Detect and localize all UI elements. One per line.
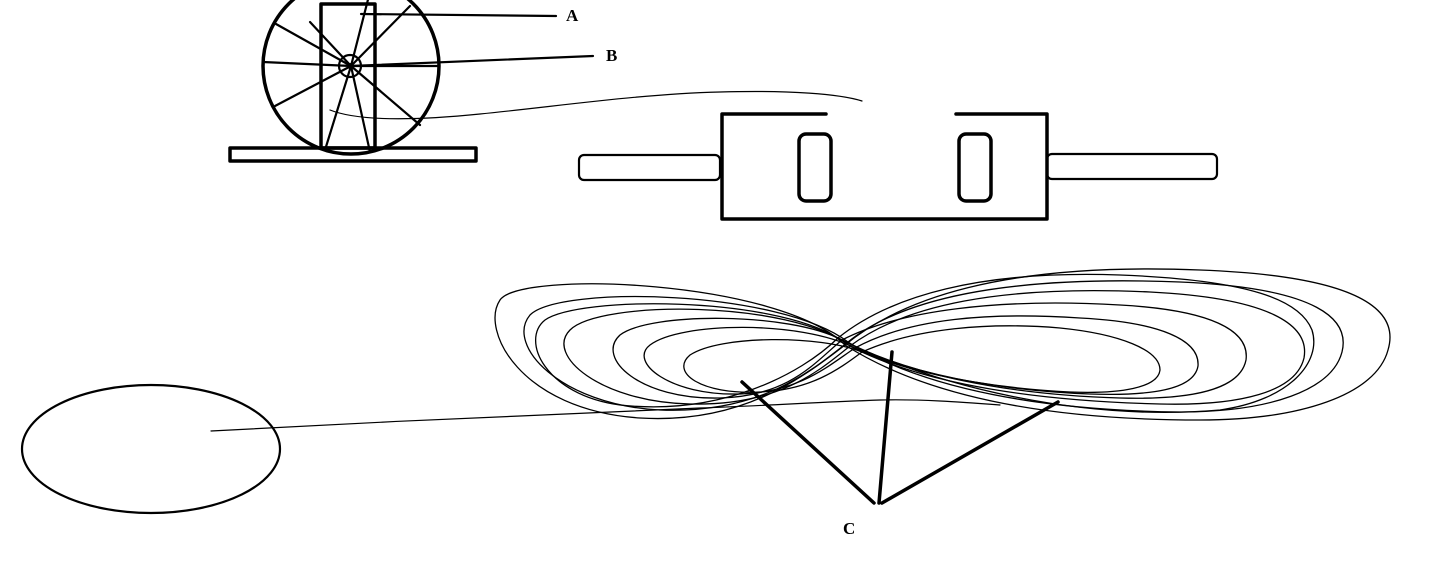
yarn-strand-upper <box>329 90 863 120</box>
right-slot <box>957 132 993 203</box>
upright-post <box>319 2 377 150</box>
leader-lines-c <box>740 350 1060 505</box>
label-c: C <box>843 519 855 538</box>
spinning-wheel <box>228 0 478 163</box>
label-a: A <box>566 6 579 25</box>
wheel-spokes <box>261 0 441 154</box>
yarn-ball <box>20 383 282 515</box>
left-slot <box>797 132 833 203</box>
box-outline <box>720 112 1049 221</box>
yarn-loops <box>494 268 1391 421</box>
roller-box <box>577 112 1219 221</box>
right-arm <box>1045 152 1219 181</box>
label-b: B <box>606 46 617 65</box>
leader-line-b <box>348 54 595 68</box>
left-arm <box>577 153 722 182</box>
yarn-strand-lower <box>210 399 1001 432</box>
leader-line-a <box>359 12 558 18</box>
